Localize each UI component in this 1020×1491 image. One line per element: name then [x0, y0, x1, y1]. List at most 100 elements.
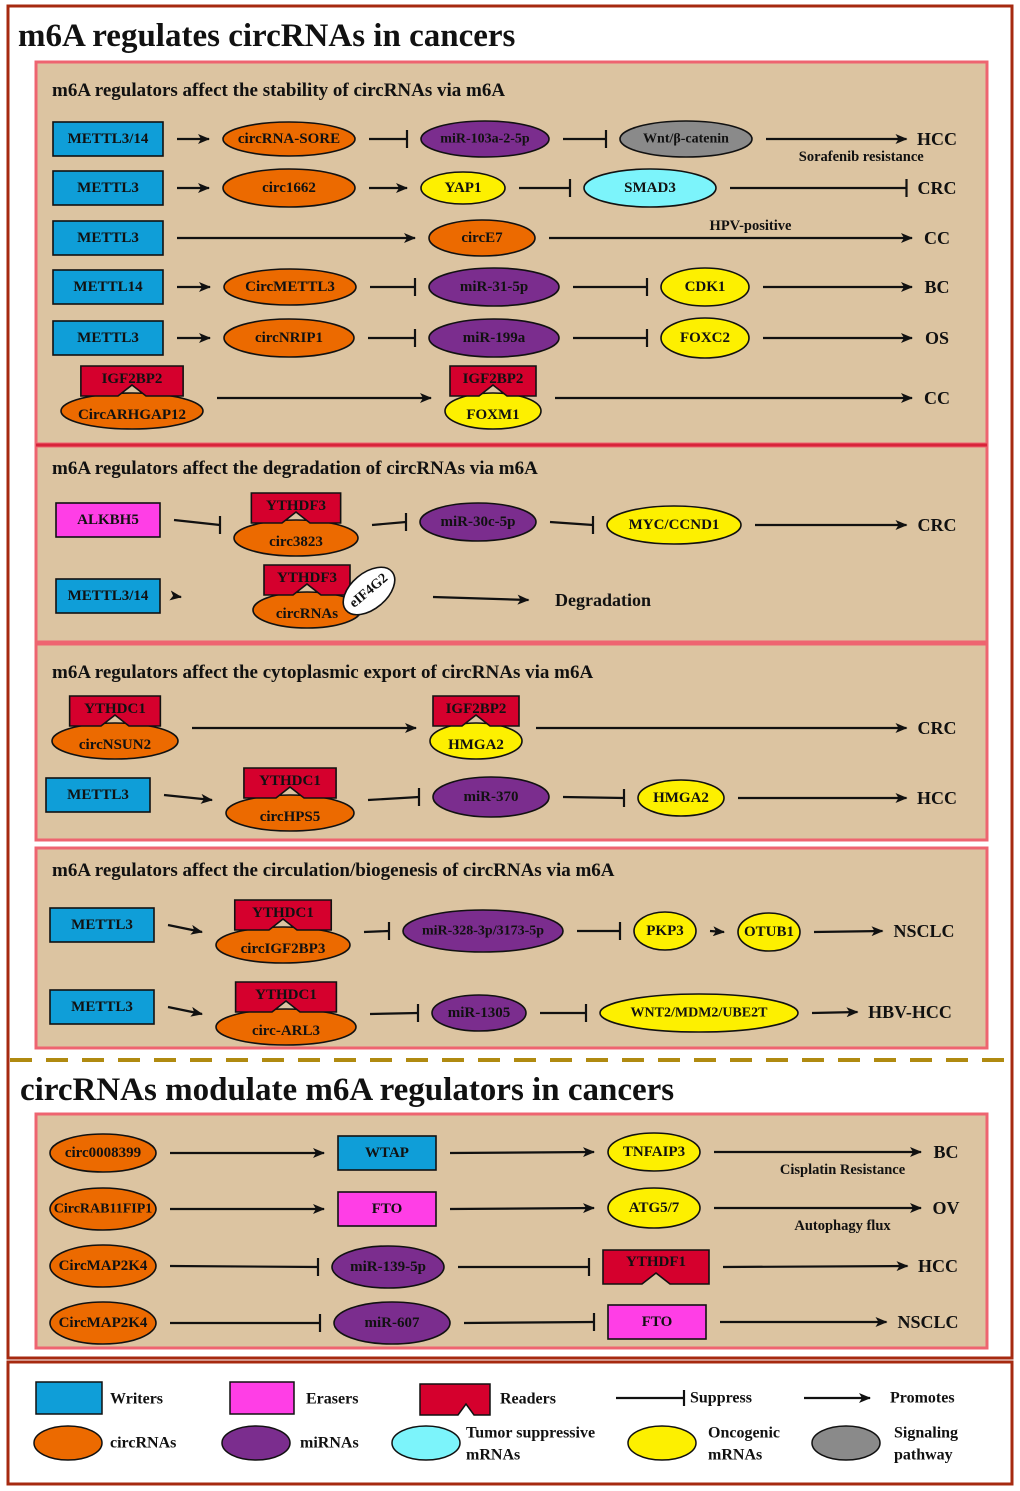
node-circrna-circe7[interactable]: circE7	[428, 219, 536, 257]
node-mirna-mir-139-5p[interactable]: miR-139-5p	[331, 1245, 445, 1289]
node-mirna-mir-30c-5p[interactable]: miR-30c-5p	[419, 502, 537, 542]
node-oncogenic-tnfaip3[interactable]: TNFAIP3	[607, 1132, 701, 1172]
node-oncogenic-pkp3[interactable]: PKP3	[633, 911, 697, 951]
node-oncogenic-atg5-7[interactable]: ATG5/7	[607, 1187, 701, 1229]
node-oncogenic-wnt2-mdm2-ube2t[interactable]: WNT2/MDM2/UBE2T	[599, 993, 799, 1033]
node-oncogenic-otub1[interactable]: OTUB1	[737, 912, 801, 952]
legend-writers-label: Writers	[110, 1391, 163, 1408]
node-outcome-bc[interactable]: BC	[933, 1142, 958, 1162]
node-mirna-mir-1305[interactable]: miR-1305	[431, 994, 527, 1032]
mirna-ellipse	[419, 502, 537, 542]
suppress-line	[169, 1264, 319, 1269]
node-outcome-degradation[interactable]: Degradation	[555, 590, 651, 610]
reader-shape	[233, 899, 333, 931]
suppress-line	[173, 518, 221, 527]
legend-writers-swatch	[35, 1381, 103, 1415]
node-writer-mettl3-14[interactable]: METTL3/14	[52, 121, 164, 157]
edge-suppress	[730, 179, 908, 197]
circrna-ellipse	[51, 722, 179, 760]
edge-promotes: Sorafenib resistance	[766, 134, 924, 165]
suppress-line	[562, 795, 625, 800]
legend-circrnas-label: circRNAs	[110, 1435, 176, 1452]
node-circrna-circmap2k4[interactable]: CircMAP2K4	[49, 1244, 157, 1288]
oncogenic-label: YAP1	[445, 180, 482, 196]
node-outcome-crc[interactable]: CRC	[918, 178, 957, 198]
node-eraser-alkbh5[interactable]: ALKBH5	[55, 502, 161, 538]
edge-suppress	[170, 1314, 322, 1332]
node-writer-mettl14[interactable]: METTL14	[52, 269, 164, 305]
writer-box	[52, 269, 164, 305]
node-oncogenic-hmga2[interactable]: HMGA2	[637, 779, 725, 817]
node-outcome-cc[interactable]: CC	[924, 228, 950, 248]
reader-shape	[68, 695, 162, 727]
promote-arrow	[722, 1261, 909, 1272]
node-circrna-circmap2k4[interactable]: CircMAP2K4	[49, 1301, 157, 1345]
node-outcome-hcc[interactable]: HCC	[918, 1256, 958, 1276]
node-oncogenic-myc-ccnd1[interactable]: MYC/CCND1	[606, 505, 742, 545]
node-mirna-mir-370[interactable]: miR-370	[432, 776, 550, 818]
node-outcome-hcc[interactable]: HCC	[917, 129, 957, 149]
reader-shape	[263, 564, 351, 596]
node-eraser-fto[interactable]: FTO	[607, 1304, 707, 1340]
node-circrna-circ0008399[interactable]: circ0008399	[49, 1133, 157, 1173]
node-mirna-mir-199a[interactable]: miR-199a	[428, 318, 560, 358]
node-signaling-wnt-catenin[interactable]: Wnt/β-catenin	[619, 120, 753, 158]
edge-note: Autophagy flux	[794, 1218, 891, 1234]
node-oncogenic-yap1[interactable]: YAP1	[420, 171, 506, 205]
node-circrna-circ1662[interactable]: circ1662	[222, 168, 356, 208]
mirna-ellipse	[331, 1245, 445, 1289]
reader-shape	[449, 365, 537, 397]
mirna-label: miR-31-5p	[460, 279, 528, 295]
mirna-ellipse	[402, 909, 564, 953]
node-mirna-mir-31-5p[interactable]: miR-31-5p	[428, 267, 560, 307]
node-outcome-crc[interactable]: CRC	[918, 515, 957, 535]
node-writer-wtap[interactable]: WTAP	[337, 1135, 437, 1171]
node-circrna-circmettl3[interactable]: CircMETTL3	[223, 268, 357, 306]
node-writer-mettl3[interactable]: METTL3	[49, 907, 155, 943]
node-outcome-bc[interactable]: BC	[924, 277, 949, 297]
node-oncogenic-cdk1[interactable]: CDK1	[660, 267, 750, 307]
node-outcome-ov[interactable]: OV	[933, 1198, 960, 1218]
node-writer-mettl3[interactable]: METTL3	[52, 220, 164, 256]
writer-box	[49, 907, 155, 943]
node-outcome-os[interactable]: OS	[925, 328, 949, 348]
node-mirna-mir-328-3p-3173-5p[interactable]: miR-328-3p/3173-5p	[402, 909, 564, 953]
node-mirna-mir-607[interactable]: miR-607	[333, 1301, 451, 1345]
node-outcome-crc[interactable]: CRC	[918, 718, 957, 738]
node-outcome-hcc[interactable]: HCC	[917, 788, 957, 808]
node-oncogenic-foxc2[interactable]: FOXC2	[660, 317, 750, 359]
edge-suppress	[368, 329, 417, 347]
reader-label: YTHDF3	[277, 570, 337, 586]
node-tumor-suppressive-smad3[interactable]: SMAD3	[583, 168, 717, 208]
node-writer-mettl3[interactable]: METTL3	[52, 320, 164, 356]
node-writer-mettl3[interactable]: METTL3	[45, 777, 151, 813]
node-writer-mettl3-14[interactable]: METTL3/14	[55, 578, 161, 614]
reader-label: YTHDC1	[252, 905, 314, 921]
edge-suppress	[173, 516, 222, 534]
legend-tumor-suppressive-label-1: Tumor suppressive	[466, 1425, 595, 1442]
oncogenic-label: CDK1	[685, 279, 726, 295]
node-circrna-circrab11fip1[interactable]: CircRAB11FIP1	[49, 1187, 157, 1231]
node-mirna-mir-103a-2-5p[interactable]: miR-103a-2-5p	[420, 120, 550, 158]
node-writer-mettl3[interactable]: METTL3	[52, 170, 164, 206]
node-outcome-cc[interactable]: CC	[924, 388, 950, 408]
node-eraser-fto[interactable]: FTO	[337, 1191, 437, 1227]
node-writer-mettl3[interactable]: METTL3	[49, 989, 155, 1025]
node-circrna-circrna-sore[interactable]: circRNA-SORE	[222, 121, 356, 157]
node-reader-ythdf1[interactable]: YTHDF1	[602, 1249, 710, 1285]
outcome-label: BC	[933, 1142, 958, 1162]
node-circrna-circnrip1[interactable]: circNRIP1	[223, 318, 355, 358]
edge-suppress	[369, 130, 409, 148]
node-outcome-nsclc[interactable]: NSCLC	[893, 921, 954, 941]
node-outcome-hbv-hcc[interactable]: HBV-HCC	[868, 1002, 952, 1022]
promote-arrow	[167, 1005, 203, 1017]
node-outcome-nsclc[interactable]: NSCLC	[897, 1312, 958, 1332]
